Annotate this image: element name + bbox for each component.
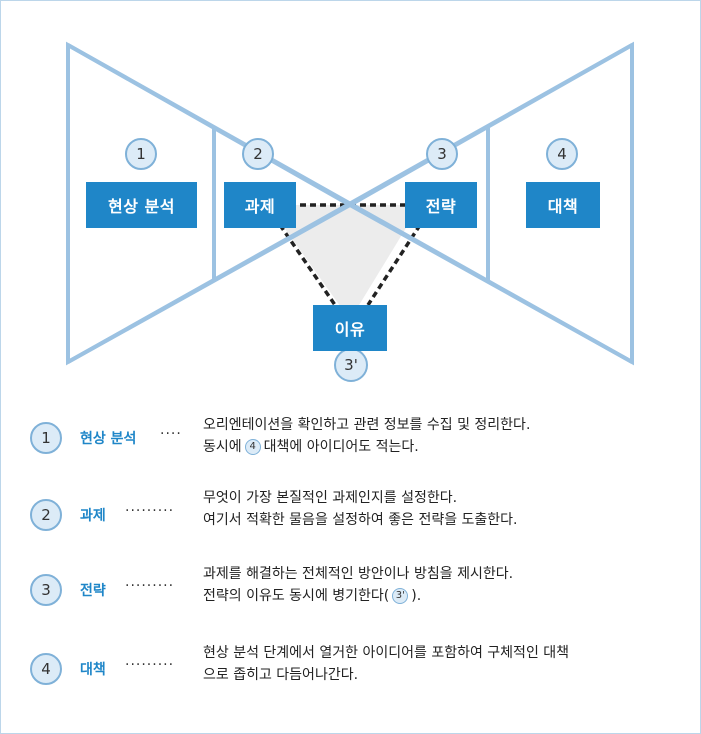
legend-number: 3 [30, 574, 62, 606]
number-circle-3: 3 [426, 138, 458, 170]
reason-triangle [268, 205, 420, 320]
box-task: 과제 [224, 182, 296, 228]
legend-line-1: 오리엔테이션을 확인하고 관련 정보를 수집 및 정리한다. [203, 417, 531, 433]
legend-term: 현상 분석 [80, 431, 137, 447]
box-measure: 대책 [526, 182, 600, 228]
box-strategy: 전략 [405, 182, 477, 228]
legend-line-2: 으로 좁히고 다듬어나간다. [203, 667, 359, 683]
legend-dots: ········· [125, 657, 175, 673]
legend-line-1: 현상 분석 단계에서 열거한 아이디어를 포함하여 구체적인 대책 [203, 645, 570, 661]
legend-description: 과제를 해결하는 전체적인 방안이나 방침을 제시한다. 전략의 이유도 동시에… [203, 563, 513, 607]
legend-line-2: 전략의 이유도 동시에 병기한다(3'). [203, 588, 422, 604]
legend-item-1: 1 현상 분석 ···· 오리엔테이션을 확인하고 관련 정보를 수집 및 정리… [0, 416, 701, 476]
legend-line-1: 무엇이 가장 본질적인 과제인지를 설정한다. [203, 490, 458, 506]
legend-term: 대책 [80, 662, 106, 678]
number-circle-1: 1 [125, 138, 157, 170]
legend-term: 과제 [80, 508, 106, 524]
box-reason: 이유 [313, 305, 387, 351]
legend-description: 현상 분석 단계에서 열거한 아이디어를 포함하여 구체적인 대책 으로 좁히고… [203, 642, 569, 686]
ref-circle-3-prime: 3' [392, 588, 409, 604]
legend-dots: ········· [125, 503, 175, 519]
legend-line-2: 여기서 적확한 물음을 설정하여 좋은 전략을 도출한다. [203, 512, 518, 528]
legend-description: 무엇이 가장 본질적인 과제인지를 설정한다. 여기서 적확한 물음을 설정하여… [203, 487, 518, 531]
dotted-line-left [278, 224, 337, 306]
number-circle-3-prime: 3' [334, 348, 368, 382]
bowtie-diagram [66, 41, 634, 366]
ref-circle-4: 4 [244, 439, 261, 455]
legend-item-2: 2 과제 ········· 무엇이 가장 본질적인 과제인지를 설정한다. 여… [0, 490, 701, 553]
box-analysis: 현상 분석 [86, 182, 197, 228]
legend-number: 4 [30, 653, 62, 685]
legend-dots: ········· [125, 578, 175, 594]
legend-line-1: 과제를 해결하는 전체적인 방안이나 방침을 제시한다. [203, 566, 514, 582]
legend-item-4: 4 대책 ········· 현상 분석 단계에서 열거한 아이디어를 포함하여… [0, 645, 701, 710]
legend-term: 전략 [80, 583, 106, 599]
number-circle-4: 4 [546, 138, 578, 170]
legend-dots: ···· [160, 426, 182, 442]
legend-item-3: 3 전략 ········· 과제를 해결하는 전체적인 방안이나 방침을 제시… [0, 566, 701, 631]
legend-number: 1 [30, 422, 62, 454]
number-circle-2: 2 [242, 138, 274, 170]
legend-number: 2 [30, 499, 62, 531]
